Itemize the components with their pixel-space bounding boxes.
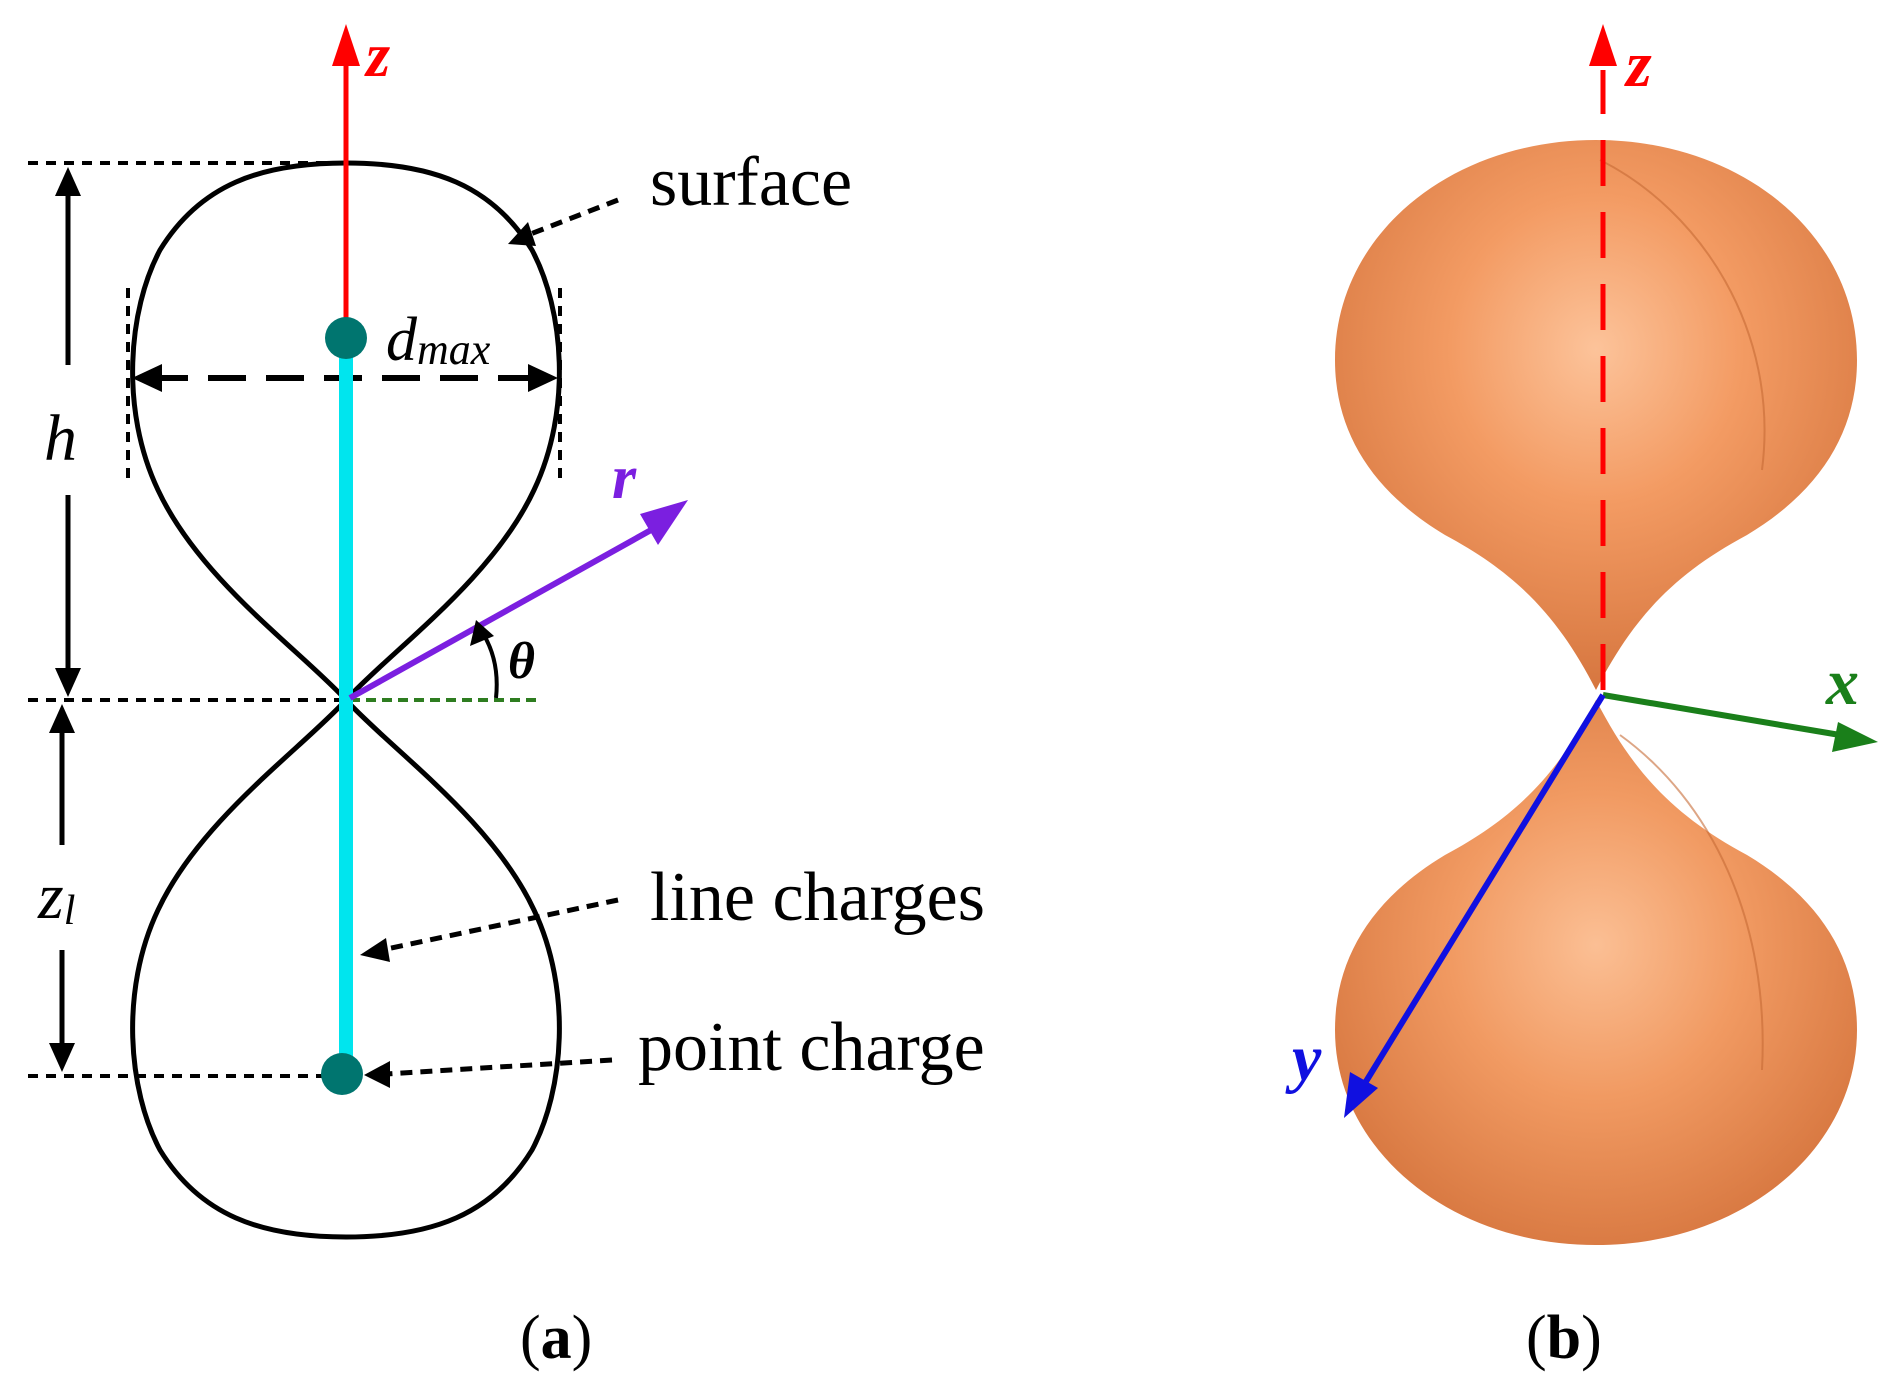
h-label: h — [44, 402, 77, 475]
caption-b-close: ) — [1581, 1304, 1602, 1372]
caption-a-close: ) — [572, 1304, 593, 1372]
theta-label: θ — [508, 633, 535, 690]
dmax-subscript: max — [417, 325, 491, 374]
point-charge-bottom — [321, 1053, 363, 1095]
panel-b: z x y (b) — [1285, 24, 1878, 1372]
r-axis-label: r — [612, 444, 637, 512]
zl-arrowhead-up — [49, 704, 75, 733]
theta-arc — [480, 630, 499, 699]
r-axis — [348, 522, 662, 701]
caption-a-open: ( — [520, 1304, 541, 1372]
surface-lobe-bottom — [1335, 700, 1857, 1245]
caption-a: (a) — [520, 1304, 592, 1372]
point-charge-label: point charge — [638, 1009, 985, 1086]
line-charges-pointer-head — [360, 938, 390, 962]
meridian-bottom — [1619, 734, 1764, 1071]
h-arrowhead-down — [55, 668, 81, 697]
x-axis — [1602, 692, 1841, 738]
y-axis-label: y — [1285, 1022, 1322, 1095]
h-arrowhead-up — [55, 167, 81, 196]
point-charge-pointer — [385, 1057, 613, 1077]
caption-b-open: ( — [1526, 1304, 1547, 1372]
surface-label: surface — [650, 144, 852, 221]
dmax-label: dmax — [386, 306, 491, 374]
zl-arrowhead-down — [49, 1043, 75, 1072]
zl-label: zl — [37, 860, 75, 934]
point-charge-top — [325, 317, 367, 359]
z-axis-b-arrowhead — [1589, 24, 1617, 66]
z-axis-a-arrowhead — [332, 24, 360, 66]
surface-lobe-top — [1335, 140, 1857, 690]
x-axis-arrowhead — [1832, 722, 1878, 752]
dmax-main: d — [386, 306, 418, 374]
surface-pointer-head — [508, 222, 536, 246]
meridian-top — [1599, 159, 1766, 471]
dmax-arrowhead-left — [132, 364, 162, 392]
zl-main: z — [37, 860, 64, 933]
caption-b-letter: b — [1547, 1304, 1581, 1372]
x-axis-label: x — [1825, 646, 1859, 719]
line-charges-pointer — [381, 897, 619, 953]
z-axis-a-label: z — [364, 22, 390, 90]
zl-subscript: l — [64, 888, 76, 934]
caption-a-letter: a — [541, 1304, 572, 1372]
theta-arc-arrowhead — [470, 620, 494, 646]
z-axis-b-label: z — [1624, 28, 1652, 101]
surface-pointer — [527, 197, 619, 238]
line-charges-label: line charges — [650, 859, 985, 936]
r-axis-arrowhead — [640, 500, 688, 545]
caption-b: (b) — [1526, 1304, 1602, 1372]
y-axis — [1359, 693, 1606, 1090]
dmax-arrowhead-right — [528, 364, 558, 392]
point-charge-pointer-head — [364, 1061, 390, 1088]
y-axis-arrowhead — [1344, 1072, 1378, 1118]
panel-a: z r θ dmax h zl surface line charges poi… — [28, 22, 985, 1372]
